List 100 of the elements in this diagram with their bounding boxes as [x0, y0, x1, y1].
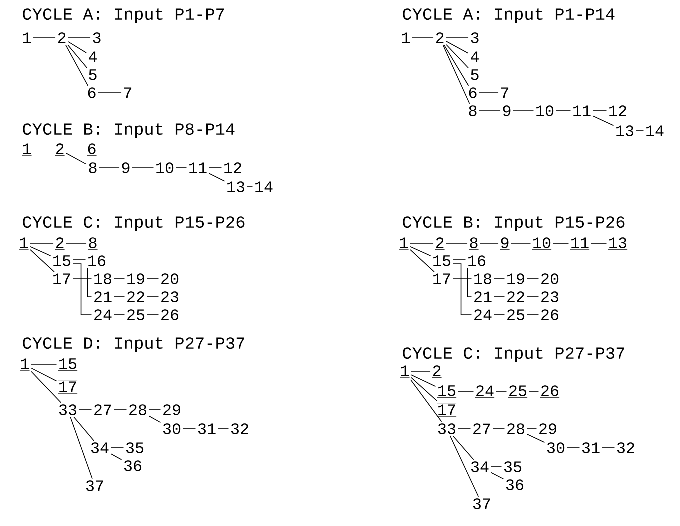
connector-line [30, 250, 55, 272]
step-number: 19 [508, 274, 524, 284]
step-number: 18 [94, 274, 112, 284]
step-number: 37 [473, 498, 490, 510]
step-number: 5 [89, 70, 97, 80]
step-number: 14 [646, 126, 664, 136]
step-number: 2 [432, 366, 442, 378]
connector-line [70, 416, 93, 480]
connector-line [246, 186, 254, 188]
connector-line [411, 377, 438, 402]
step-number: 1 [23, 32, 32, 44]
step-number: 26 [540, 386, 560, 398]
step-number: 29 [164, 404, 180, 416]
step-number: 15 [437, 386, 457, 398]
connector-line [479, 110, 501, 112]
step-number: 31 [582, 442, 600, 454]
step-number: 6 [88, 88, 96, 98]
step-number: 28 [508, 424, 525, 434]
step-number: 32 [231, 424, 248, 434]
step-number: 2 [55, 238, 65, 250]
step-number: 8 [88, 238, 98, 250]
step-number: 27 [474, 424, 490, 434]
step-number: 25 [508, 386, 528, 398]
connector-line [526, 314, 540, 316]
connector-line [72, 259, 86, 260]
connector-line [148, 416, 162, 424]
step-number: 26 [162, 310, 179, 320]
step-number: 31 [198, 424, 216, 434]
step-number: 1 [399, 238, 409, 250]
step-number: 12 [610, 106, 626, 116]
connector-line [411, 374, 436, 388]
step-number: 25 [128, 310, 145, 320]
step-number: 17 [58, 380, 78, 394]
cycle-heading: CYCLE B: Input P15-P26 [403, 216, 625, 232]
connector-line [556, 110, 572, 112]
connector-line [72, 278, 92, 280]
step-number: 17 [437, 403, 457, 417]
step-number: 17 [434, 274, 450, 284]
cycle-heading: CYCLE B: Input P8-P14 [23, 124, 235, 138]
step-number: 1 [20, 358, 30, 371]
connector-line [114, 296, 126, 298]
connector-line [146, 314, 160, 316]
step-number: 24 [474, 310, 492, 320]
connector-line [72, 264, 92, 316]
connector-line [30, 246, 52, 256]
step-number: 16 [468, 256, 486, 266]
connector-line [410, 250, 435, 272]
step-number: 1 [19, 238, 29, 250]
step-number: 30 [163, 424, 181, 434]
cycle-heading: CYCLE A: Input P1-P7 [23, 8, 224, 24]
step-number: 4 [471, 52, 479, 62]
connector-line [479, 92, 499, 94]
step-number: 14 [256, 182, 273, 192]
step-number: 15 [434, 256, 451, 266]
step-number: 19 [128, 274, 144, 284]
step-number: 7 [501, 88, 509, 98]
connector-line [526, 428, 538, 430]
connector-line [68, 44, 88, 68]
connector-line [494, 314, 506, 316]
connector-line [526, 296, 540, 298]
step-number: 10 [156, 162, 174, 174]
step-number: 9 [122, 162, 130, 174]
connector-line [490, 466, 502, 468]
step-number: 10 [536, 106, 554, 116]
step-number: 28 [130, 404, 147, 416]
step-number: 22 [508, 292, 524, 302]
step-number: 2 [55, 144, 65, 156]
step-number: 9 [503, 106, 511, 116]
step-number: 21 [94, 292, 112, 302]
connector-line [592, 110, 608, 112]
step-number: 12 [224, 162, 242, 174]
step-number: 34 [471, 462, 489, 472]
connector-line [444, 44, 470, 86]
connector-line [446, 41, 469, 54]
step-number: 1 [402, 32, 410, 44]
connector-line [592, 116, 614, 126]
step-number: 16 [88, 256, 106, 266]
step-number: 18 [474, 274, 492, 284]
step-number: 32 [617, 442, 634, 454]
step-number: 35 [126, 442, 144, 454]
step-number: 15 [58, 358, 78, 371]
connector-line [494, 278, 506, 280]
step-number: 3 [471, 32, 479, 44]
connector-line [65, 44, 89, 86]
step-number: 35 [504, 462, 522, 472]
step-number: 4 [89, 52, 97, 62]
step-number: 13 [616, 126, 634, 136]
step-number: 30 [547, 442, 565, 454]
step-number: 7 [124, 88, 132, 98]
step-number: 3 [93, 32, 101, 44]
cycle-heading: CYCLE C: Input P27-P37 [403, 348, 624, 362]
cycle-heading: CYCLE D: Input P27-P37 [23, 338, 244, 352]
step-number: 20 [542, 274, 559, 284]
step-number: 24 [475, 386, 495, 398]
step-number: 21 [474, 292, 492, 302]
step-number: 9 [500, 238, 510, 250]
step-number: 24 [94, 310, 112, 320]
connector-line [446, 44, 469, 69]
connector-line [526, 434, 546, 444]
step-number: 29 [540, 424, 556, 434]
